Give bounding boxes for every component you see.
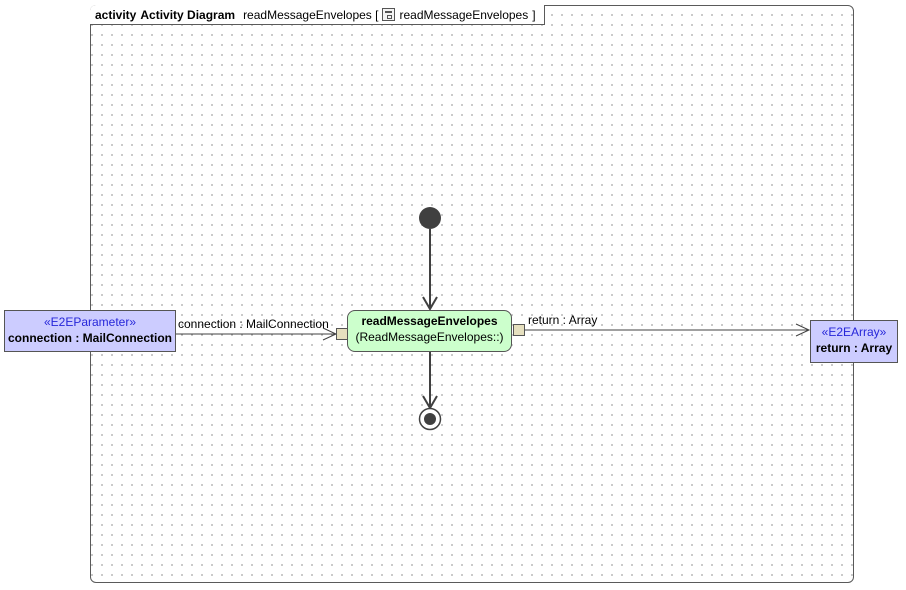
call-behavior-action[interactable]: readMessageEnvelopes (ReadMessageEnvelop…: [347, 310, 512, 352]
frame-close-bracket: ]: [532, 7, 536, 22]
input-flow-label: connection : MailConnection: [178, 317, 329, 331]
output-flow-label: return : Array: [528, 313, 598, 327]
frame-diagram-type: Activity Diagram: [140, 7, 236, 22]
diagram-frame: [90, 5, 854, 583]
action-type: (ReadMessageEnvelopes::): [355, 330, 504, 344]
input-parameter-name: connection : MailConnection: [8, 331, 172, 345]
output-parameter-stereotype: «E2EArray»: [821, 325, 887, 339]
output-parameter-node[interactable]: «E2EArray» return : Array: [810, 320, 898, 363]
action-name: readMessageEnvelopes: [361, 314, 498, 328]
frame-behavior-name: readMessageEnvelopes: [399, 7, 529, 22]
activity-final-node-core: [424, 413, 436, 425]
object-flow-arrowhead: [795, 323, 811, 337]
frame-kind: activity: [95, 7, 137, 22]
initial-node[interactable]: [419, 207, 441, 229]
activity-diagram-icon: [382, 8, 396, 21]
input-parameter-node[interactable]: «E2EParameter» connection : MailConnecti…: [4, 310, 176, 352]
output-pin[interactable]: [513, 324, 525, 336]
input-parameter-stereotype: «E2EParameter»: [43, 315, 137, 329]
diagram-frame-header: activity Activity Diagram readMessageEnv…: [90, 5, 545, 25]
control-flow-arrowhead: [422, 296, 438, 311]
input-pin[interactable]: [336, 328, 348, 340]
frame-diagram-name: readMessageEnvelopes [: [243, 7, 379, 22]
output-parameter-name: return : Array: [815, 341, 893, 355]
